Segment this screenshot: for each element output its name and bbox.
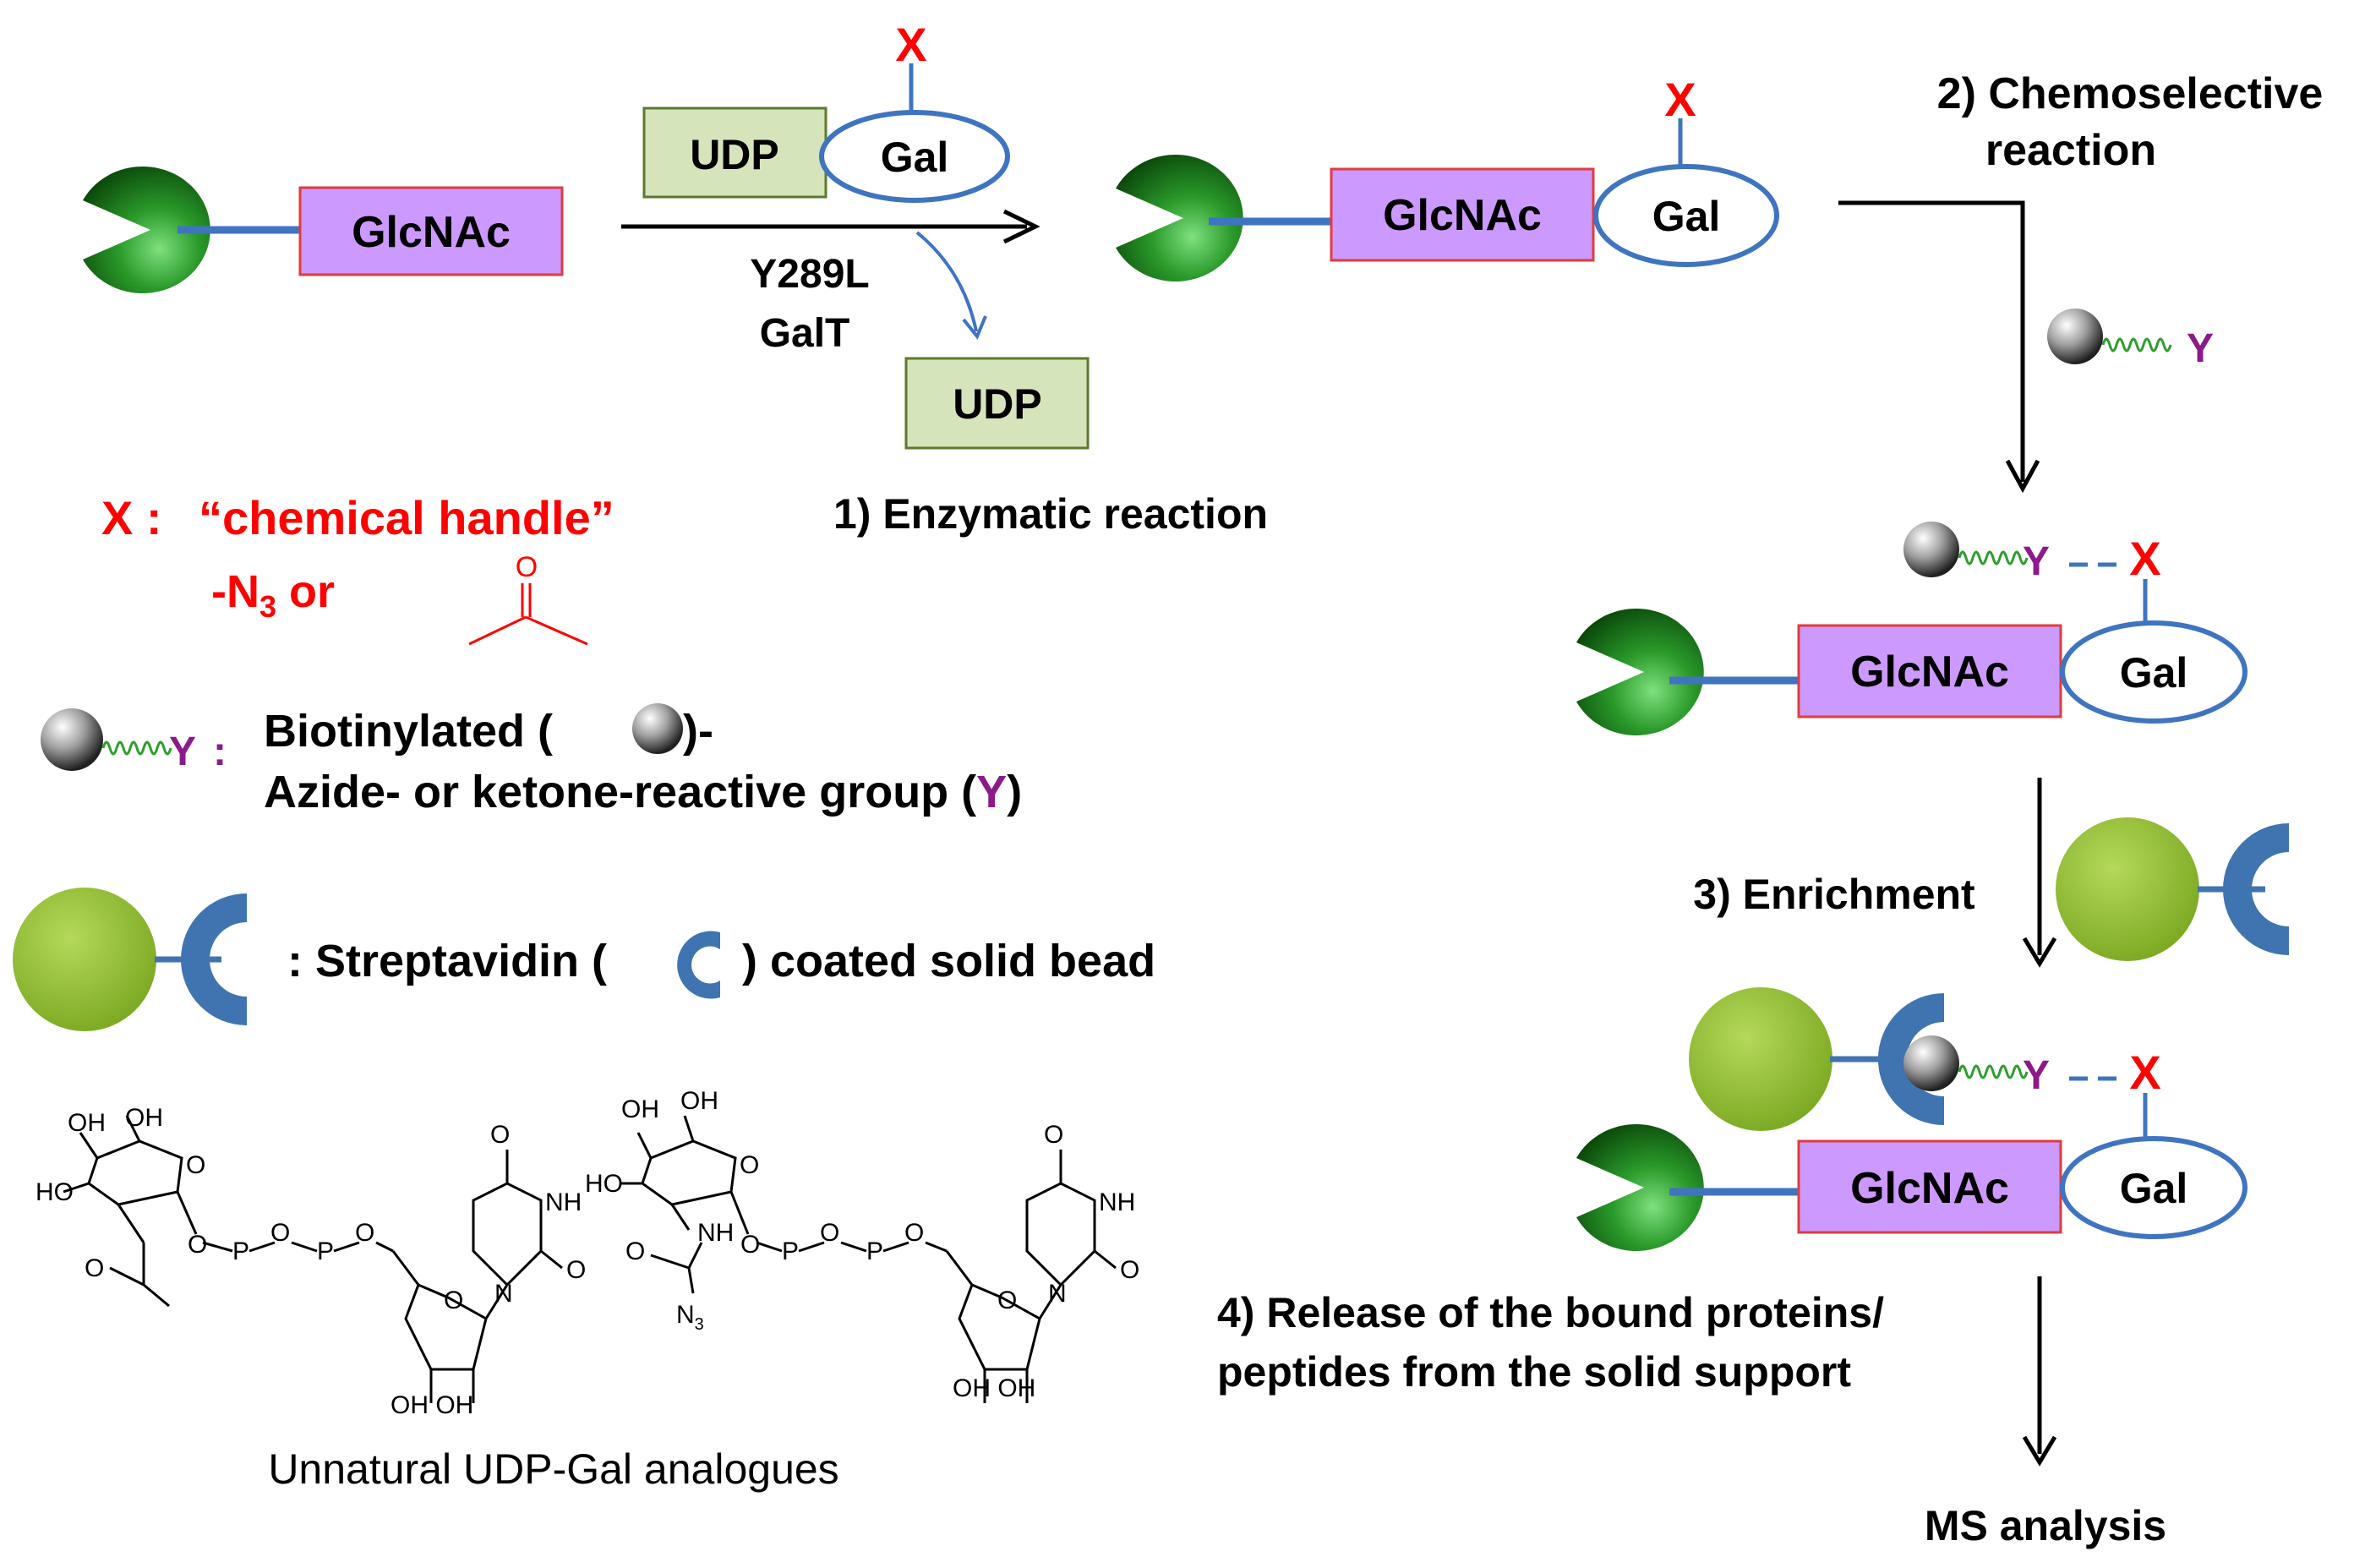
nh-label: NH [697,1219,734,1247]
n-label: N [494,1280,513,1308]
ho-label: HO [585,1170,623,1198]
p-label: P [866,1237,883,1265]
legend-strep-b: ) coated solid bead [742,936,1155,986]
o-label: O [85,1254,104,1282]
nh-label: NH [545,1188,582,1216]
x-handle-label: X [895,18,926,71]
ohoh-label: OH OH [391,1391,473,1419]
enzyme-label-1: Y289L [750,252,869,297]
ho-label: HO [36,1178,74,1206]
step3-arrow: 3) Enrichment [1693,778,2289,968]
oh-label: OH [125,1104,163,1132]
p-label: P [317,1237,334,1265]
gal-label: Gal [881,134,949,181]
ketone-o-label: O [516,551,538,583]
ms-analysis-label: MS analysis [1925,1502,2166,1549]
o-label: O [188,1231,207,1259]
glcnac-label: GlcNAc [352,208,511,257]
step1-label: 1) Enzymatic reaction [833,490,1268,538]
n3-label: N3 [676,1301,704,1334]
step4-arrow: 4) Release of the bound proteins/ peptid… [1217,1276,2166,1549]
y-label-complex: Y [2023,539,2050,584]
x-label-2: X [1664,73,1696,126]
gal-label-2: Gal [1652,193,1721,240]
oh-label: OH [621,1095,659,1123]
legend-n3-text: -N3 or [211,566,335,624]
enzyme-label-2: GalT [760,311,850,356]
biotin-ball-icon [41,708,103,771]
o-label: O [490,1121,510,1149]
udp-byproduct-box [904,357,1090,450]
o-label: O [1044,1121,1063,1149]
o-label: O [740,1231,760,1259]
legend: X : “chemical handle” -N3 or O Y : Bioti… [13,491,1155,1031]
oh-label: OH [680,1087,718,1115]
n-label: N [1048,1280,1067,1308]
x-label-enriched: X [2129,1046,2160,1099]
step3-label: 3) Enrichment [1693,871,1975,918]
udp-byproduct-label: UDP [953,380,1042,428]
y-label-step2: Y [2187,326,2214,371]
bead-icon [13,888,156,1031]
legend-strep-a: : Streptavidin ( [287,936,607,986]
udp-box [642,107,827,199]
reaction-arrow-1: Y289L GalT UDP 1) Enzymatic reaction [621,209,1268,538]
udp-gal-analogue-1 [63,1115,563,1403]
p-label: P [782,1237,799,1265]
gal-ellipse [819,110,1010,203]
glcnac-label-2: GlcNAc [1383,191,1542,240]
x-label-complex: X [2129,532,2160,585]
glcnac-box [298,186,564,276]
biotin-ball-inline-icon [632,703,683,754]
labeled-complex: Y X GlcNAc Gal [1576,522,2247,735]
o-label: O [270,1219,290,1247]
o-label: O [997,1287,1017,1314]
udp-gal-analogue-2 [621,1115,1117,1403]
o-label: O [566,1256,586,1284]
o-label: O [820,1219,839,1247]
o-label: O [355,1219,374,1247]
udp-gal-reagent: UDP Gal X [642,18,1010,203]
legend-biotin-2: Azide- or ketone-reactive group (Y) [264,767,1022,817]
structures-caption: Unnatural UDP-Gal analogues [268,1445,838,1493]
ketone-icon: O [468,551,588,646]
protein-glcnac-start: GlcNAc [82,167,564,293]
legend-y: Y [169,729,196,774]
legend-y-colon: : [213,729,227,774]
protein-glcnac-gal-x: GlcNAc Gal X [1116,73,1779,281]
step4-label-1: 4) Release of the bound proteins/ [1217,1289,1884,1336]
oh-label: OH [68,1109,106,1137]
p-label: P [232,1237,249,1265]
y-label-enriched: Y [2023,1053,2050,1098]
gal-label-3: Gal [2120,649,2188,697]
ohoh-label: OH OH [953,1374,1035,1402]
step4-label-2: peptides from the solid support [1217,1348,1851,1396]
nh-label: NH [1099,1188,1135,1216]
o-label: O [186,1151,205,1179]
o-label: O [1120,1256,1139,1284]
udp-gal-analogue-2-labels: OH OH HO NH O N3 O O P O P O O NH O O N … [585,1087,1139,1402]
legend-biotin-1b: )- [683,706,713,757]
streptavidin-inline-icon [677,931,720,999]
o-label: O [444,1287,463,1314]
glcnac-label-3: GlcNAc [1850,647,2009,697]
legend-x-text: “chemical handle” [199,491,614,544]
o-label: O [904,1219,924,1247]
gal-label-4: Gal [2120,1165,2188,1212]
o-label: O [625,1237,645,1265]
step2-label-1: 2) Chemoselective [1937,69,2324,118]
legend-x-prefix: X : [101,491,162,544]
glcnac-label-4: GlcNAc [1850,1164,2009,1213]
udp-gal-analogue-1-labels: OH OH HO O O O P O P O O NH O O N OH OH [36,1104,586,1419]
legend-biotin-1a: Biotinylated ( [264,706,553,757]
enriched-complex: Y X GlcNAc Gal [1576,987,2247,1251]
step2-label-2: reaction [1985,126,2156,175]
udp-label: UDP [690,131,779,178]
o-label: O [740,1151,759,1179]
step2-arrow: 2) Chemoselective reaction Y [1838,69,2324,494]
